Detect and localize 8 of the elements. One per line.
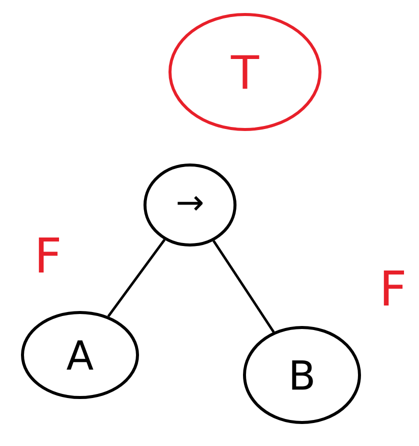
letter-label: F bbox=[38, 238, 60, 272]
letter-label: F bbox=[384, 270, 404, 306]
circled-node: → bbox=[144, 164, 236, 246]
circled-node: B bbox=[243, 326, 361, 424]
connector-line bbox=[212, 240, 275, 333]
circled-node: T bbox=[168, 13, 322, 131]
circled-node: A bbox=[21, 311, 139, 399]
connector-line bbox=[107, 238, 166, 318]
